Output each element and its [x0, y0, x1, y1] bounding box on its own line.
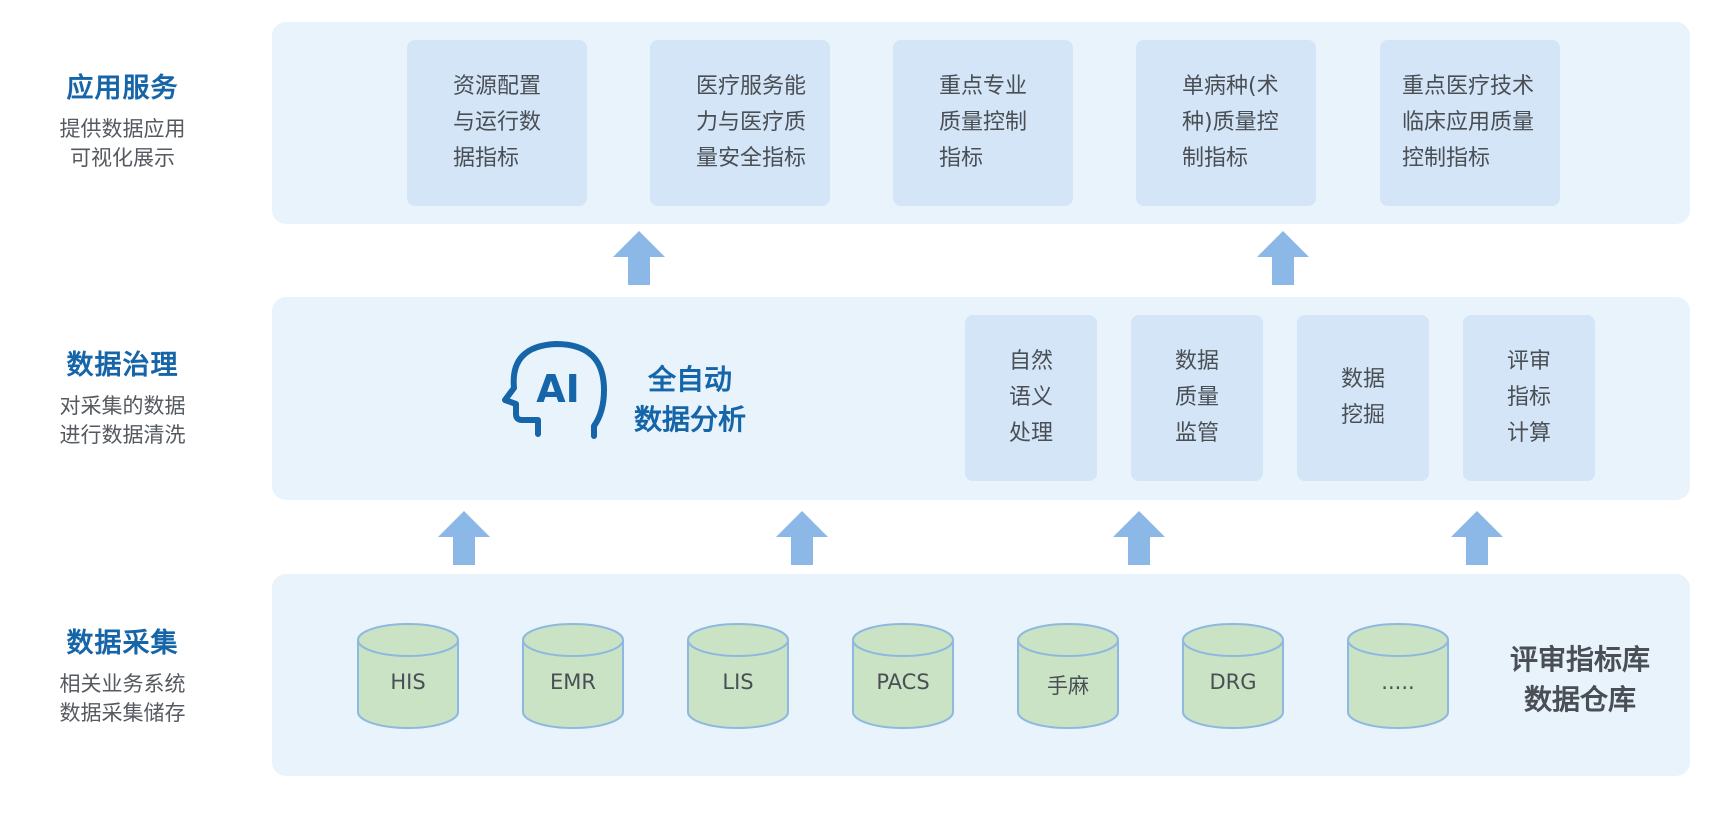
collection-panel	[272, 574, 1690, 776]
layer-title: 数据采集	[66, 628, 179, 659]
database-label: .....	[1381, 670, 1415, 694]
card-line: 质量	[1174, 385, 1219, 410]
card-line: 监管	[1174, 421, 1219, 446]
up-arrow-icon	[1257, 231, 1309, 285]
up-arrow-icon	[613, 231, 665, 285]
database-label: LIS	[722, 670, 754, 694]
card-line: 控制指标	[1402, 146, 1491, 171]
up-arrow-icon	[1451, 511, 1503, 565]
warehouse-line: 评审指标库	[1509, 643, 1650, 676]
ai-analysis-title: 全自动 数据分析	[620, 360, 760, 440]
card-line: 数据	[1174, 349, 1219, 374]
database-label: 手麻	[1047, 674, 1089, 698]
card-line: 指标	[1506, 385, 1551, 410]
card-line: 力与医疗质	[696, 110, 807, 135]
layer-label-application: 应用服务 提供数据应用 可视化展示	[0, 66, 245, 173]
ai-icon-text: AI	[536, 367, 580, 411]
layer-subtitle-line: 对采集的数据	[59, 394, 186, 418]
database-cylinder: HIS	[356, 622, 460, 730]
card-line: 数据	[1340, 367, 1385, 392]
card-line: 计算	[1506, 421, 1551, 446]
layer-subtitle: 提供数据应用 可视化展示	[0, 115, 245, 173]
layer-subtitle-line: 相关业务系统	[59, 672, 186, 696]
ai-title-line: 全自动	[647, 363, 732, 396]
governance-card: 评审 指标 计算	[1463, 315, 1595, 481]
database-icon	[357, 623, 459, 729]
layer-subtitle: 对采集的数据 进行数据清洗	[0, 392, 245, 450]
card-line: 重点专业	[939, 74, 1028, 99]
card-line: 单病种(术	[1182, 74, 1279, 99]
layer-title: 应用服务	[66, 73, 179, 104]
database-label: DRG	[1209, 670, 1257, 694]
ai-head-icon: AI	[502, 341, 607, 439]
up-arrow-icon	[1113, 511, 1165, 565]
card-line: 种)质量控	[1182, 110, 1279, 135]
application-card: 单病种(术 种)质量控 制指标	[1136, 40, 1316, 206]
database-icon	[1182, 623, 1284, 729]
card-line: 挖掘	[1340, 403, 1385, 428]
governance-card: 数据 质量 监管	[1131, 315, 1263, 481]
card-line: 重点医疗技术	[1402, 74, 1535, 99]
warehouse-title: 评审指标库 数据仓库	[1480, 640, 1680, 720]
application-card: 重点医疗技术 临床应用质量 控制指标	[1380, 40, 1560, 206]
card-line: 制指标	[1182, 146, 1249, 171]
application-card: 重点专业 质量控制 指标	[893, 40, 1073, 206]
card-line: 据指标	[453, 146, 520, 171]
layer-subtitle: 相关业务系统 数据采集储存	[0, 670, 245, 728]
card-line: 医疗服务能	[696, 74, 807, 99]
database-label: HIS	[390, 670, 426, 694]
card-line: 临床应用质量	[1402, 110, 1535, 135]
database-icon	[522, 623, 624, 729]
warehouse-line: 数据仓库	[1523, 683, 1636, 716]
governance-card: 自然 语义 处理	[965, 315, 1097, 481]
application-card: 资源配置 与运行数 据指标	[407, 40, 587, 206]
database-cylinder: PACS	[851, 622, 955, 730]
layer-label-governance: 数据治理 对采集的数据 进行数据清洗	[0, 343, 245, 450]
database-label: PACS	[876, 670, 930, 694]
up-arrow-icon	[438, 511, 490, 565]
application-card: 医疗服务能 力与医疗质 量安全指标	[650, 40, 830, 206]
card-line: 评审	[1506, 349, 1551, 374]
card-line: 指标	[939, 146, 984, 171]
layer-subtitle-line: 进行数据清洗	[59, 423, 186, 447]
layer-subtitle-line: 提供数据应用	[59, 117, 186, 141]
layer-subtitle-line: 数据采集储存	[59, 701, 186, 725]
database-cylinder: DRG	[1181, 622, 1285, 730]
card-line: 自然	[1008, 349, 1053, 374]
layer-label-collection: 数据采集 相关业务系统 数据采集储存	[0, 621, 245, 728]
layer-title: 数据治理	[66, 350, 179, 381]
card-line: 资源配置	[453, 74, 542, 99]
card-line: 量安全指标	[696, 146, 807, 171]
database-cylinder: LIS	[686, 622, 790, 730]
up-arrow-icon	[776, 511, 828, 565]
card-line: 语义	[1008, 385, 1053, 410]
database-label: EMR	[550, 670, 596, 694]
database-cylinder: EMR	[521, 622, 625, 730]
database-cylinder: 手麻	[1016, 622, 1120, 730]
card-line: 与运行数	[453, 110, 542, 135]
card-line: 处理	[1008, 421, 1053, 446]
ai-title-line: 数据分析	[633, 403, 746, 436]
governance-card: 数据 挖掘	[1297, 315, 1429, 481]
database-icon	[687, 623, 789, 729]
layer-subtitle-line: 可视化展示	[70, 146, 175, 170]
database-icon	[1017, 623, 1119, 729]
database-cylinder: .....	[1346, 622, 1450, 730]
card-line: 质量控制	[939, 110, 1028, 135]
database-icon	[852, 623, 954, 729]
database-icon	[1347, 623, 1449, 729]
